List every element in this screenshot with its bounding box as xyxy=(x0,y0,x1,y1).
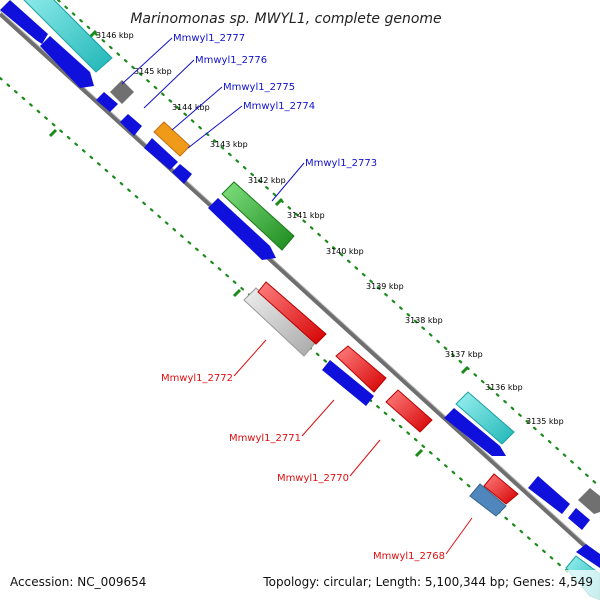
gene-red-2770 xyxy=(385,389,433,433)
inner-tick-track xyxy=(0,76,600,600)
gene-blue-small-2 xyxy=(120,114,142,136)
gene-cyan-3136 xyxy=(455,391,515,445)
forward-gene-labels: Mmwyl1_2777 Mmwyl1_2776 Mmwyl1_2775 Mmwy… xyxy=(173,33,377,169)
gene-label-mmwyl1-2768[interactable]: Mmwyl1_2768 xyxy=(373,551,445,562)
forward-label-leaders xyxy=(121,37,305,202)
reverse-gene-labels: Mmwyl1_2772 Mmwyl1_2771 Mmwyl1_2770 Mmwy… xyxy=(161,373,445,562)
accession-text: Accession: NC_009654 xyxy=(10,575,146,589)
gene-red-2771 xyxy=(335,345,387,393)
kbp-label: 3146 kbp xyxy=(96,31,134,40)
kbp-label: 3137 kbp xyxy=(445,350,483,359)
genome-title: Marinomonas sp. MWYL1, complete genome xyxy=(130,11,441,27)
kbp-label: 3139 kbp xyxy=(366,282,404,291)
kbp-label: 3138 kbp xyxy=(405,316,443,325)
gene-blue-right-2 xyxy=(568,508,590,530)
kbp-label: 3145 kbp xyxy=(134,67,172,76)
tick-inner-1 xyxy=(48,128,58,138)
gene-label-mmwyl1-2772[interactable]: Mmwyl1_2772 xyxy=(161,373,233,384)
forward-features xyxy=(0,0,600,530)
gene-red-2768 xyxy=(483,473,519,505)
gene-blue-3136 xyxy=(444,408,506,456)
gene-gray-2777 xyxy=(110,80,134,104)
gene-label-mmwyl1-2775[interactable]: Mmwyl1_2775 xyxy=(223,82,295,93)
gene-steelblue-2768 xyxy=(469,483,507,517)
gene-blue-3145 xyxy=(40,36,94,88)
gene-blue-small-1 xyxy=(96,92,118,112)
gene-gray-right xyxy=(578,488,600,514)
gene-blue-right-1 xyxy=(528,476,570,514)
genome-summary-text: Topology: circular; Length: 5,100,344 bp… xyxy=(262,575,593,589)
tick-major-3146 xyxy=(88,29,98,39)
gene-label-mmwyl1-2776[interactable]: Mmwyl1_2776 xyxy=(195,55,267,66)
gene-label-mmwyl1-2774[interactable]: Mmwyl1_2774 xyxy=(243,101,315,112)
gene-cyan-3146 xyxy=(23,0,113,73)
footer-backdrop xyxy=(0,570,600,600)
outer-tick-track xyxy=(56,0,600,489)
gene-blue-top-left xyxy=(0,0,48,44)
gene-blue-2771 xyxy=(322,360,374,406)
kbp-label: 3136 kbp xyxy=(485,383,523,392)
tick-major-3141 xyxy=(274,197,284,207)
gene-label-mmwyl1-2773[interactable]: Mmwyl1_2773 xyxy=(305,158,377,169)
gene-blue-small-3 xyxy=(172,164,192,184)
gene-blue-2773 xyxy=(208,198,276,260)
kbp-label: 3143 kbp xyxy=(210,140,248,149)
gene-green-2773 xyxy=(221,181,295,251)
gene-blue-2774 xyxy=(144,138,178,170)
tick-inner-3 xyxy=(414,448,424,458)
kbp-label: 3140 kbp xyxy=(326,247,364,256)
kbp-label: 3142 kbp xyxy=(248,176,286,185)
tick-major-3136 xyxy=(460,365,470,375)
gene-blue-bottom xyxy=(576,544,600,568)
reverse-label-leaders xyxy=(233,339,473,555)
kbp-labels: 3146 kbp 3145 kbp 3144 kbp 3143 kbp 3142… xyxy=(96,31,564,426)
gene-label-mmwyl1-2777[interactable]: Mmwyl1_2777 xyxy=(173,33,245,44)
gene-red-2772 xyxy=(257,281,327,345)
gene-label-mmwyl1-2770[interactable]: Mmwyl1_2770 xyxy=(277,473,349,484)
tick-inner-2 xyxy=(232,288,242,298)
gene-label-mmwyl1-2771[interactable]: Mmwyl1_2771 xyxy=(229,433,301,444)
kbp-label: 3141 kbp xyxy=(287,211,325,220)
kbp-label: 3144 kbp xyxy=(172,103,210,112)
kbp-label: 3135 kbp xyxy=(526,417,564,426)
